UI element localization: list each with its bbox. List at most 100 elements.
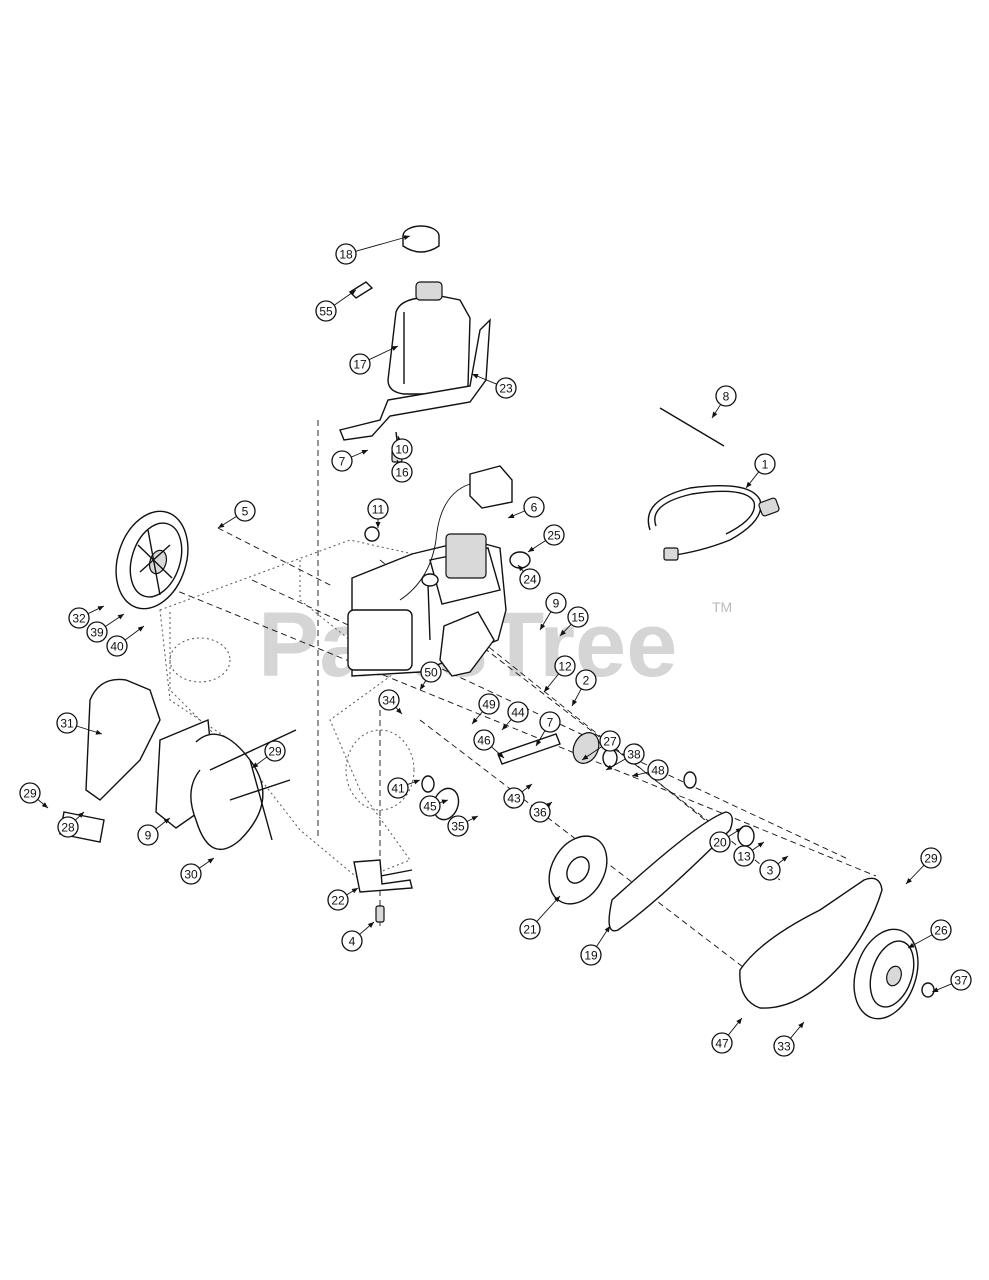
callout-circle <box>543 524 565 546</box>
leader-arrow-c31 <box>95 729 102 735</box>
callout-circle <box>86 621 108 643</box>
washer-41 <box>421 775 435 793</box>
callout-label: 1 <box>762 458 769 472</box>
callout-circle <box>754 453 776 475</box>
leader-arrow-c8 <box>712 411 718 418</box>
leader-arrow-c45 <box>441 799 448 805</box>
callout-circle <box>341 930 363 952</box>
leader-arrow-c1 <box>746 481 752 488</box>
leader-line-c18 <box>355 235 411 252</box>
callout-circle <box>623 743 645 765</box>
callout-label: 39 <box>90 626 104 640</box>
leader-arrow-c24 <box>518 565 524 572</box>
callout-c5: 5 <box>234 500 256 522</box>
callout-circle <box>419 795 441 817</box>
callout-label: 45 <box>423 800 437 814</box>
leader-arrow-c33 <box>798 1022 804 1029</box>
leader-arrow-c29a <box>252 762 259 768</box>
callout-circle <box>387 777 409 799</box>
callout-circle <box>391 461 413 483</box>
callout-label: 32 <box>72 612 86 626</box>
leader-arrow-c50 <box>420 683 426 690</box>
drive-assembly <box>353 732 883 1009</box>
primer-bulb <box>364 526 380 542</box>
leader-arrow-c28 <box>77 812 84 818</box>
callout-circle <box>349 353 371 375</box>
callout-label: 6 <box>531 501 538 515</box>
callout-label: 40 <box>110 640 124 654</box>
leader-arrow-c35 <box>471 816 478 821</box>
leader-arrow-c23 <box>472 373 479 379</box>
callout-circle <box>711 1032 733 1054</box>
callout-circle <box>327 889 349 911</box>
leader-arrow-c43 <box>525 784 532 790</box>
motor-assembly <box>347 465 531 677</box>
callout-c46: 46 <box>473 729 495 751</box>
leader-arrow-c17 <box>391 346 398 351</box>
callout-c36: 36 <box>529 801 551 823</box>
fuel-tank <box>387 295 471 395</box>
callout-c7a: 7 <box>331 450 353 472</box>
callout-circle <box>473 729 495 751</box>
callout-label: 9 <box>145 829 152 843</box>
fuel-tank-assembly <box>339 225 491 463</box>
leader-lines <box>37 235 952 1039</box>
callout-c35: 35 <box>447 815 469 837</box>
callout-label: 4 <box>349 935 356 949</box>
callout-label: 50 <box>424 666 438 680</box>
callout-label: 33 <box>777 1040 791 1054</box>
leader-arrow-c36 <box>545 802 552 808</box>
callout-label: 13 <box>737 850 751 864</box>
callout-label: 7 <box>547 716 554 730</box>
leader-arrow-c27 <box>582 754 589 760</box>
callout-c28: 28 <box>57 816 79 838</box>
small-pulley <box>572 732 600 764</box>
callout-circle <box>106 635 128 657</box>
callout-c16: 16 <box>391 461 413 483</box>
callout-label: 26 <box>934 924 948 938</box>
callout-c7b: 7 <box>539 711 561 733</box>
switch-box <box>445 533 487 579</box>
callout-circle <box>367 498 389 520</box>
callout-circle <box>733 845 755 867</box>
callout-circle <box>478 693 500 715</box>
callout-c3: 3 <box>759 859 781 881</box>
callout-circle <box>57 816 79 838</box>
callout-circle <box>539 711 561 733</box>
callout-circle <box>529 801 551 823</box>
callout-label: 38 <box>627 748 641 762</box>
leader-arrow-c39 <box>117 614 124 620</box>
leader-arrow-c46 <box>497 752 504 758</box>
leader-arrow-c4 <box>367 922 374 928</box>
callout-c43: 43 <box>503 787 525 809</box>
callout-label: 16 <box>395 466 409 480</box>
callout-c2: 2 <box>575 669 597 691</box>
callout-c8: 8 <box>715 385 737 407</box>
callout-c32: 32 <box>68 607 90 629</box>
leader-arrow-c26 <box>908 942 915 948</box>
callout-label: 9 <box>553 597 560 611</box>
callout-label: 36 <box>533 806 547 820</box>
callout-label: 27 <box>603 735 617 749</box>
callout-circle <box>920 847 942 869</box>
callout-c34: 34 <box>378 689 400 711</box>
callout-c55: 55 <box>315 300 337 322</box>
callout-circle <box>580 944 602 966</box>
leader-arrow-c12 <box>544 685 550 692</box>
callout-c6: 6 <box>523 496 545 518</box>
leader-arrow-c7a <box>361 450 368 455</box>
leader-arrow-c11 <box>375 522 381 528</box>
callout-circle <box>715 385 737 407</box>
callout-label: 12 <box>558 660 572 674</box>
auger-assembly <box>59 678 297 851</box>
leader-arrow-c44 <box>502 723 508 730</box>
callout-label: 29 <box>23 787 37 801</box>
callout-label: 35 <box>451 820 465 834</box>
callout-c38: 38 <box>623 743 645 765</box>
callout-circle <box>447 815 469 837</box>
callout-c9a: 9 <box>545 592 567 614</box>
callout-c29c: 29 <box>920 847 942 869</box>
callout-c44: 44 <box>507 701 529 723</box>
callout-label: 47 <box>715 1037 729 1051</box>
